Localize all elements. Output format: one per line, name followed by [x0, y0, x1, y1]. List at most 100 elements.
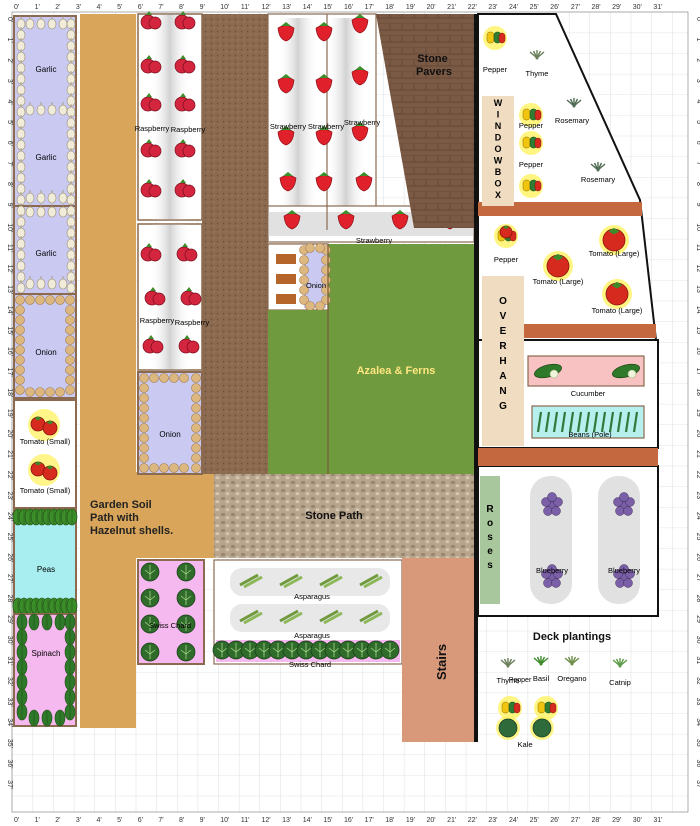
ruler-row-label: 30': [695, 636, 700, 645]
beans-label: Beans (Pole): [568, 430, 612, 439]
garlic-icon: [58, 204, 68, 218]
cucumber-bed: Cucumber: [527, 355, 645, 398]
onion-icon: [65, 365, 75, 375]
ruler-col-label: 31': [653, 817, 662, 824]
bean-icon: [560, 411, 567, 433]
swiss-chard-icon: [338, 640, 358, 660]
ruler-col-label: 30': [633, 4, 642, 11]
onion-icon: [65, 385, 75, 395]
ruler-row-label: 25': [6, 533, 13, 542]
vertical-letter: W: [494, 98, 503, 108]
peas-bed: Peas: [12, 508, 78, 615]
onion-icon: [35, 295, 45, 305]
ruler-row-label: 29': [6, 615, 13, 624]
ruler-row-label: 19': [695, 409, 700, 418]
ruler-col-label: 9': [200, 4, 205, 11]
stone-path-label: Stone Path: [305, 510, 363, 522]
raspberry-label: Raspberry: [135, 124, 170, 133]
ruler-col-label: 14': [303, 4, 312, 11]
garlic-icon: [16, 236, 26, 250]
ruler-col-label: 25': [530, 817, 539, 824]
garlic-icon: [25, 190, 35, 204]
stairs-label: Stairs: [434, 644, 449, 680]
thyme-label: Thyme: [526, 69, 549, 78]
ruler-col-label: 15': [323, 4, 332, 11]
raspberry-icon: [140, 139, 162, 158]
ruler-row-label: 23': [695, 491, 700, 500]
ruler-row-label: 27': [6, 574, 13, 583]
garlic-icon: [66, 82, 76, 96]
vertical-letter: O: [499, 296, 507, 307]
pepper-icon: [498, 696, 522, 720]
onion-icon: [65, 295, 75, 305]
ruler-row-label: 34': [695, 718, 700, 727]
ruler-col-label: 3': [76, 817, 81, 824]
ruler-col-label: 23': [488, 817, 497, 824]
ruler-col-label: 14': [303, 817, 312, 824]
tomato-icon: [605, 281, 629, 306]
spinach-label: Spinach: [32, 649, 61, 658]
bean-icon: [576, 411, 583, 433]
ruler-row-label: 33': [695, 698, 700, 707]
ruler-row-label: 37': [6, 780, 13, 789]
ruler-row-label: 24': [6, 512, 13, 521]
ruler-col-label: 22': [468, 817, 477, 824]
swiss-chard-icon: [324, 640, 344, 660]
asparagus-label: Asparagus: [294, 592, 330, 601]
ruler-row-label: 10': [6, 223, 13, 232]
ruler-col-label: 27': [571, 817, 580, 824]
garlic-icon: [36, 276, 46, 290]
ruler-row-label: 3': [695, 79, 700, 84]
ruler-col-label: 9': [200, 817, 205, 824]
vertical-letter: O: [494, 179, 501, 189]
vertical-letter: o: [487, 518, 493, 529]
ruler-row-label: 8': [695, 182, 700, 187]
deck-plantings-label: Deck plantings: [533, 631, 611, 643]
ruler-row-label: 28': [6, 595, 13, 604]
ruler-col-label: 17': [365, 4, 374, 11]
ruler-row-label: 5': [6, 120, 13, 125]
soil-strip: [202, 14, 268, 474]
ruler-col-label: 26': [550, 817, 559, 824]
spinach-icon: [64, 688, 76, 706]
onion-icon: [139, 403, 149, 413]
cucumber-icon: [612, 363, 640, 379]
onion-icon: [55, 387, 65, 397]
ruler-row-label: 35': [6, 739, 13, 748]
azalea-label: Azalea & Ferns: [357, 365, 436, 377]
tomato-small-bed: Tomato (Small) Tomato (Small): [13, 399, 77, 509]
garlic-icon: [47, 102, 57, 116]
ruler-col-label: 29': [612, 4, 621, 11]
raspberry-icon: [140, 55, 162, 74]
windowbox: [482, 96, 514, 206]
garden-soil-path-lower: [80, 472, 214, 558]
asparagus-icon: [239, 609, 263, 625]
ruler-row-label: 0': [6, 17, 13, 22]
ruler-row-label: 26': [695, 553, 700, 562]
onion-icon: [15, 345, 25, 355]
pepper-icon: [483, 26, 507, 50]
ruler-col-label: 3': [76, 4, 81, 11]
spinach-icon: [64, 628, 76, 646]
onion-icon: [139, 463, 149, 473]
ruler-row-label: 37': [695, 780, 700, 789]
strawberry-icon: [355, 172, 373, 192]
garlic-icon: [58, 276, 68, 290]
raspberry-icon: [140, 11, 162, 30]
strawberry-icon: [351, 122, 369, 142]
raspberry-label: Raspberry: [140, 316, 175, 325]
deck-top-section: [477, 13, 658, 341]
raspberry-icon: [144, 287, 166, 306]
ruler-col-label: 7': [158, 817, 163, 824]
swiss-chard-bed: Swiss Chard: [137, 559, 205, 665]
onion-icon: [15, 325, 25, 335]
strawberry-label: Strawberry: [308, 122, 345, 131]
vertical-letter: R: [499, 341, 507, 352]
vertical-letter: e: [487, 546, 493, 557]
ruler-col-label: 8': [179, 4, 184, 11]
spinach-icon: [16, 643, 28, 661]
onion-label: Onion: [306, 281, 326, 290]
onion-icon: [321, 265, 331, 275]
strawberry-icon: [391, 210, 409, 230]
